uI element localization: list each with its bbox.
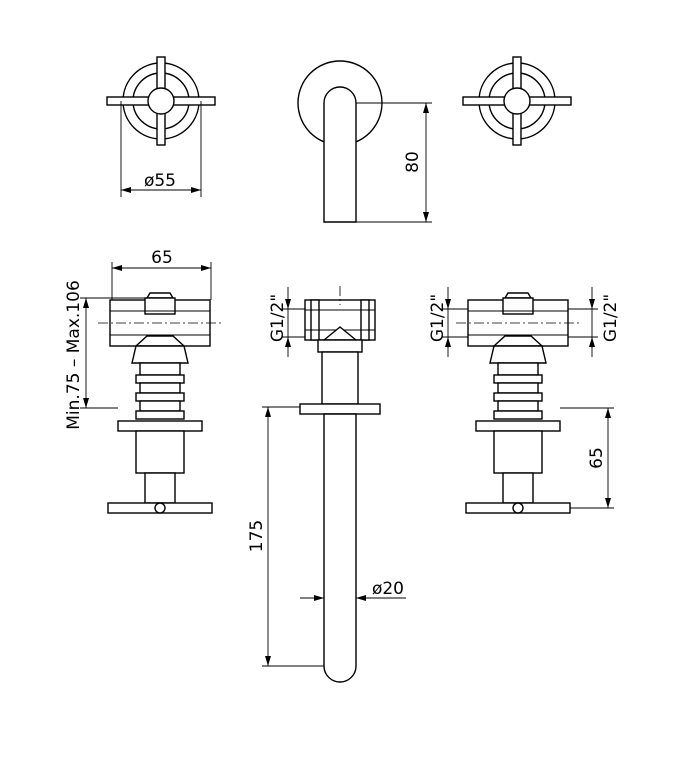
inlet-thread-left-label: G1/2" (428, 294, 448, 342)
spout-diameter-label: ø20 (372, 579, 404, 599)
spout-side-view (262, 286, 406, 683)
handle-diameter-label: ø55 (144, 171, 176, 191)
body-width-label: 65 (151, 248, 173, 268)
spout-length-label: 175 (247, 520, 267, 552)
left-handle-top-view (106, 56, 216, 197)
flange-to-handle-label: 65 (587, 447, 607, 469)
wall-depth-range-label: Min.75 – Max.106 (64, 280, 84, 430)
inlet-thread-right-label: G1/2" (601, 294, 621, 342)
spout-height-label: 80 (403, 151, 423, 173)
right-handle-top-view (462, 56, 572, 146)
spout-thread-label: G1/2" (268, 294, 288, 342)
right-valve-side-view (442, 287, 614, 514)
left-valve-side-view (80, 262, 222, 514)
spout-top-view (297, 60, 432, 223)
